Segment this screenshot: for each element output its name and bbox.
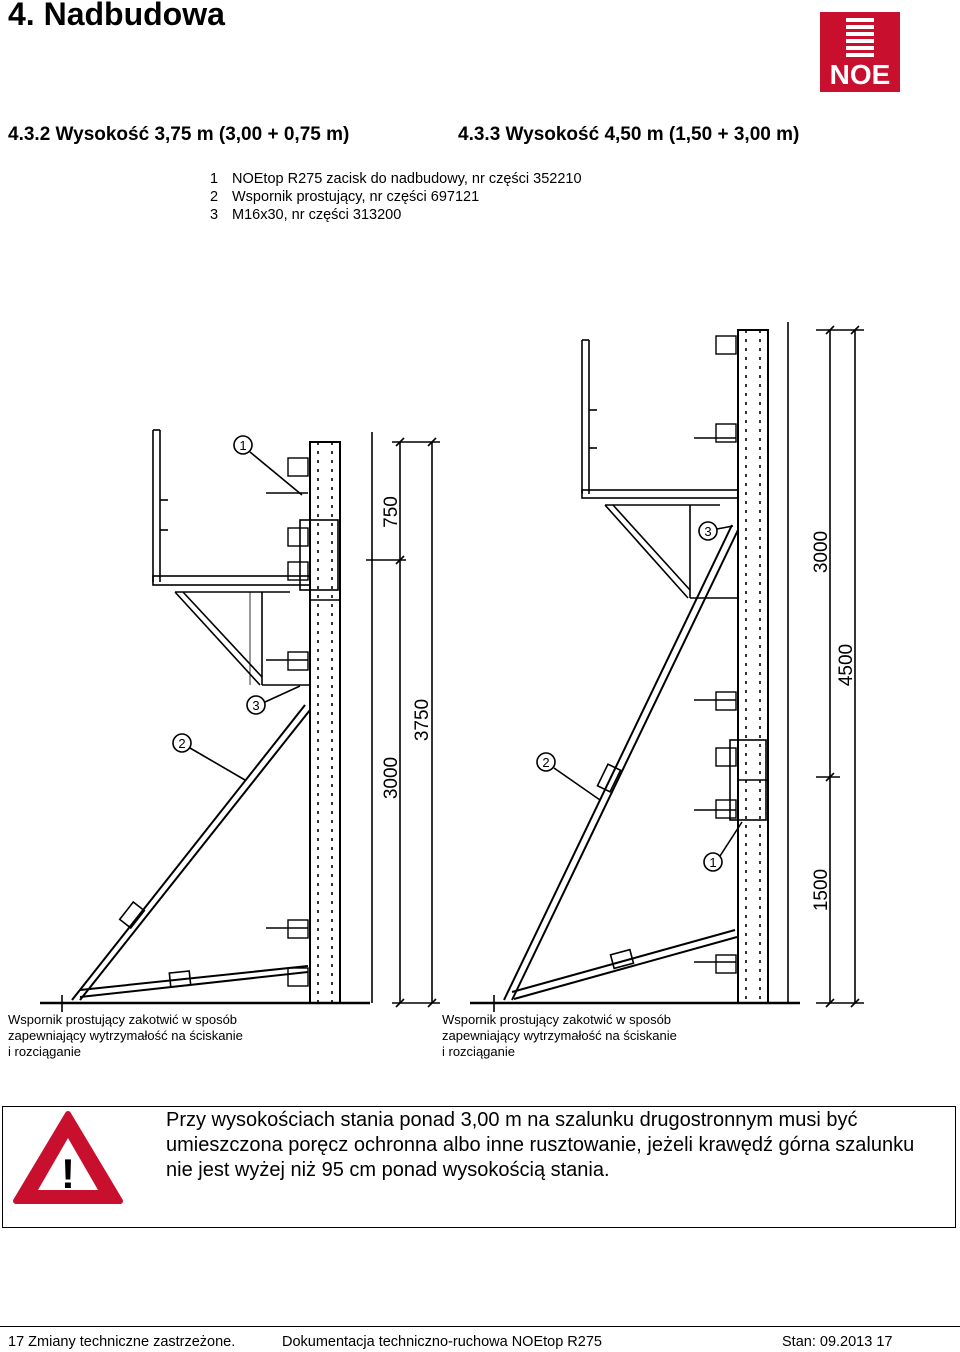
- legend-num: 1: [210, 171, 219, 187]
- dimension-label: 4500: [836, 644, 857, 686]
- anchoring-note-right: Wspornik prostujący zakotwić w sposób za…: [442, 1012, 677, 1059]
- subtitle-left: 4.3.2 Wysokość 3,75 m (3,00 + 0,75 m): [8, 124, 350, 145]
- dimension-label: 3000: [381, 757, 402, 799]
- marker-label: 3: [252, 698, 259, 713]
- legend-item: 1 NOEtop R275 zacisk do nadbudowy, nr czę…: [210, 170, 582, 188]
- marker-label: 1: [709, 855, 716, 870]
- noe-logo: NOE: [820, 12, 900, 92]
- dimension-labels: 750 3750 3000 3000 4500 1500: [381, 496, 857, 911]
- anchoring-note-left: Wspornik prostujący zakotwić w sposób za…: [8, 1012, 243, 1059]
- marker-label: 2: [178, 736, 185, 751]
- marker-label: 2: [542, 755, 549, 770]
- dimension-label: 3000: [811, 531, 832, 573]
- marker-label: 3: [704, 524, 711, 539]
- legend-num: 2: [210, 189, 219, 205]
- marker-label: 1: [239, 438, 246, 453]
- legend-num: 3: [210, 207, 219, 223]
- logo-text: NOE: [830, 59, 891, 90]
- warning-box: [2, 1106, 956, 1228]
- marker-labels: 1 2 3 1 2 3: [178, 438, 716, 870]
- dimension-label: 1500: [811, 869, 832, 911]
- left-figure: [71, 429, 440, 1008]
- subtitle-right: 4.3.3 Wysokość 4,50 m (1,50 + 3,00 m): [458, 124, 800, 145]
- parts-legend: 1 NOEtop R275 zacisk do nadbudowy, nr czę…: [210, 170, 582, 224]
- legend-item: 2 Wspornik prostujący, nr części 697121: [210, 188, 582, 206]
- legend-text: M16x30, nr części 313200: [232, 207, 402, 223]
- footer-right: Stan: 09.2013 17: [782, 1334, 893, 1350]
- warning-symbol: !: [61, 1150, 75, 1197]
- chapter-title: 4. Nadbudowa: [8, 0, 225, 32]
- dimension-label: 750: [381, 496, 402, 528]
- legend-item: 3 M16x30, nr części 313200: [210, 206, 582, 224]
- right-figure: [503, 322, 864, 1008]
- legend-text: NOEtop R275 zacisk do nadbudowy, nr częś…: [232, 171, 582, 187]
- footer-left: 17 Zmiany techniczne zastrzeżone.: [8, 1334, 236, 1350]
- technical-drawing: 750 3750 3000 3000 4500 1500 1 2 3 1 2 3: [40, 322, 864, 1012]
- footer-center: Dokumentacja techniczno-ruchowa NOEtop R…: [282, 1334, 602, 1350]
- dimension-label: 3750: [412, 699, 433, 741]
- legend-text: Wspornik prostujący, nr części 697121: [232, 189, 480, 205]
- warning-triangle-icon: !: [13, 1111, 123, 1204]
- footer-divider: [0, 1326, 960, 1327]
- warning-text: Przy wysokościach stania ponad 3,00 m na…: [166, 1109, 915, 1181]
